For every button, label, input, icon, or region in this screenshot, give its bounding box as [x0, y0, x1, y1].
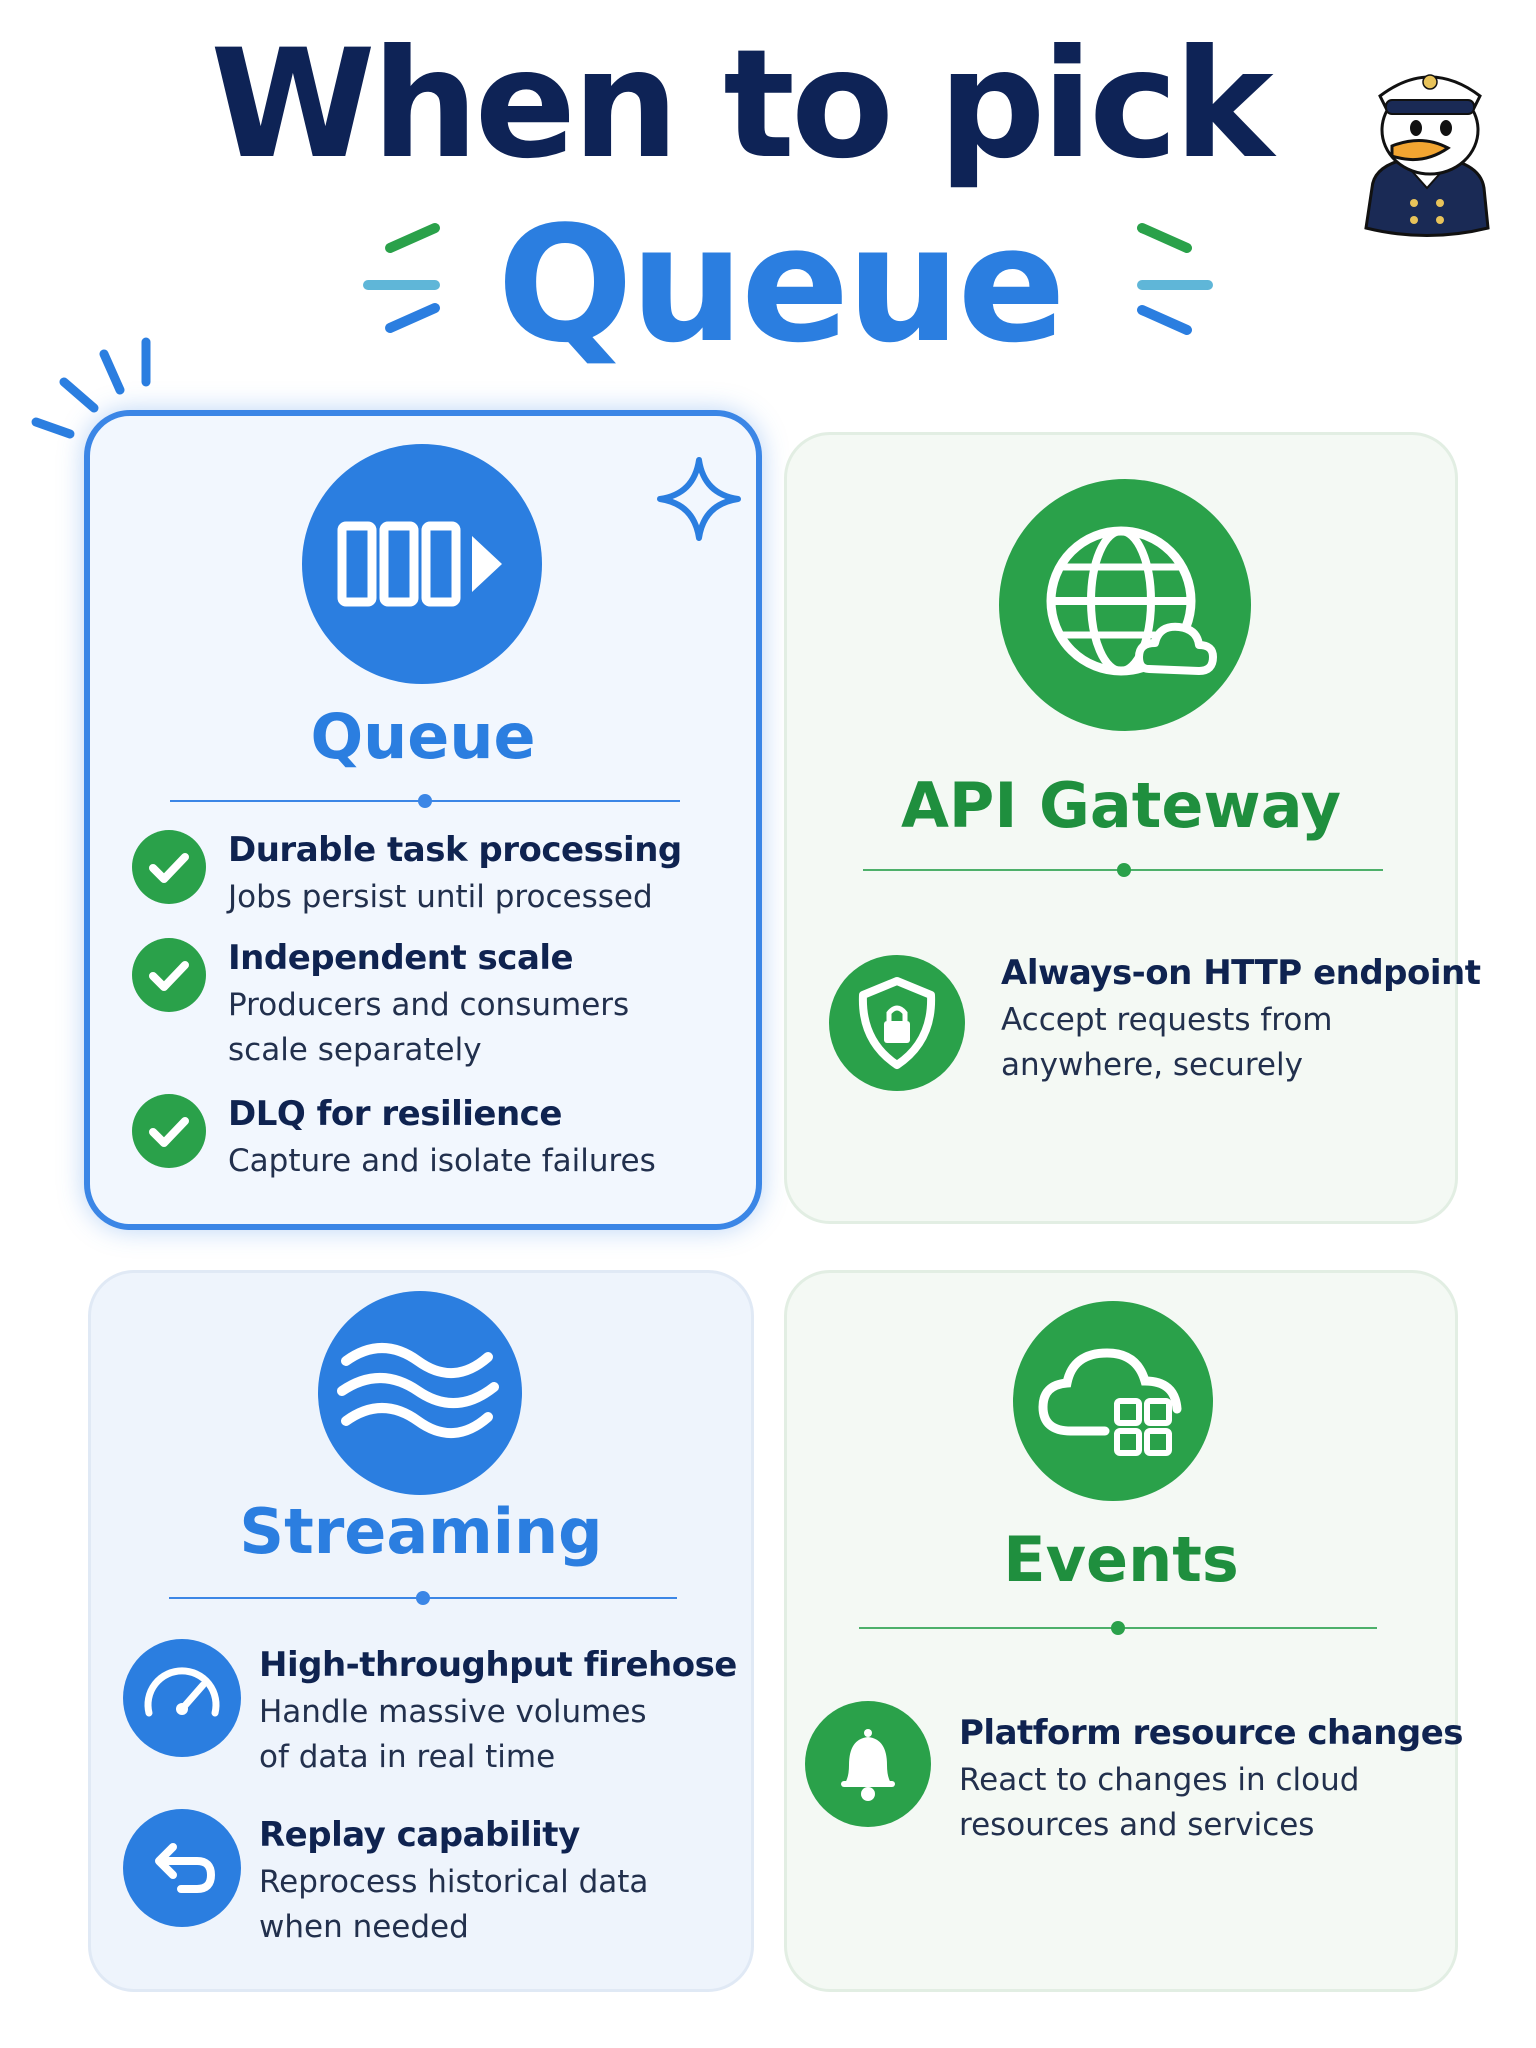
item-title: High-throughput firehose [259, 1645, 737, 1685]
globe-cloud-icon [999, 479, 1251, 731]
queue-icon [302, 444, 542, 684]
check-icon [132, 1094, 206, 1168]
api-gateway-card-title: API Gateway [900, 769, 1342, 842]
item-desc: Handle massive volumes of data in real t… [259, 1693, 647, 1775]
item-desc: Producers and consumers scale separately [228, 986, 630, 1068]
queue-card[interactable]: Queue Durable task processing Jobs persi… [84, 410, 762, 1230]
events-card-title: Events [1003, 1523, 1239, 1596]
sailor-duck-mascot-icon [1364, 74, 1490, 237]
item-title: Replay capability [259, 1815, 580, 1855]
sparkle-lines-icon [31, 337, 151, 439]
streaming-divider [169, 1591, 677, 1605]
burst-left-icon [363, 223, 440, 333]
api-gateway-divider [863, 863, 1383, 877]
page-subtitle-queue: Queue [497, 191, 1066, 378]
check-icon [132, 938, 206, 1012]
api-item-endpoint: Always-on HTTP endpoint Accept requests … [1001, 953, 1481, 1088]
queue-item-scale: Independent scale Producers and consumer… [228, 938, 648, 1073]
queue-card-title: Queue [310, 700, 536, 773]
item-title: Durable task processing [228, 830, 682, 870]
streaming-card[interactable]: Streaming High-throughput firehose Handl… [88, 1270, 754, 1992]
speedometer-icon [123, 1639, 241, 1757]
waves-icon [318, 1291, 522, 1495]
burst-right-icon [1137, 223, 1213, 335]
sparkle-star-icon [657, 457, 741, 541]
item-title: DLQ for resilience [228, 1094, 562, 1134]
events-item-resource-changes: Platform resource changes React to chang… [959, 1713, 1464, 1848]
streaming-item-replay: Replay capability Reprocess historical d… [259, 1815, 679, 1950]
item-title: Always-on HTTP endpoint [1001, 953, 1481, 993]
streaming-item-firehose: High-throughput firehose Handle massive … [259, 1645, 737, 1780]
api-gateway-card[interactable]: API Gateway Always-on HTTP endpoint Acce… [784, 432, 1481, 1224]
queue-divider [170, 794, 680, 808]
item-desc: Jobs persist until processed [228, 878, 653, 915]
bell-icon [805, 1701, 931, 1827]
item-title: Platform resource changes [959, 1713, 1464, 1753]
item-desc: Capture and isolate failures [228, 1142, 656, 1179]
events-card[interactable]: Events Platform resource changes React t… [784, 1270, 1464, 1992]
replay-icon [123, 1809, 241, 1927]
item-desc: Accept requests from anywhere, securely [1001, 1001, 1333, 1083]
item-desc: Reprocess historical data when needed [259, 1863, 649, 1945]
shield-lock-icon [829, 955, 965, 1091]
streaming-card-title: Streaming [239, 1495, 603, 1568]
queue-item-durable: Durable task processing Jobs persist unt… [228, 830, 728, 920]
item-desc: React to changes in cloud resources and … [959, 1761, 1360, 1843]
events-divider [859, 1621, 1377, 1635]
item-title: Independent scale [228, 938, 574, 978]
check-icon [132, 830, 206, 904]
page-title: When to pick [210, 18, 1273, 192]
cloud-grid-icon [1013, 1301, 1213, 1501]
queue-item-dlq: DLQ for resilience Capture and isolate f… [228, 1094, 728, 1184]
